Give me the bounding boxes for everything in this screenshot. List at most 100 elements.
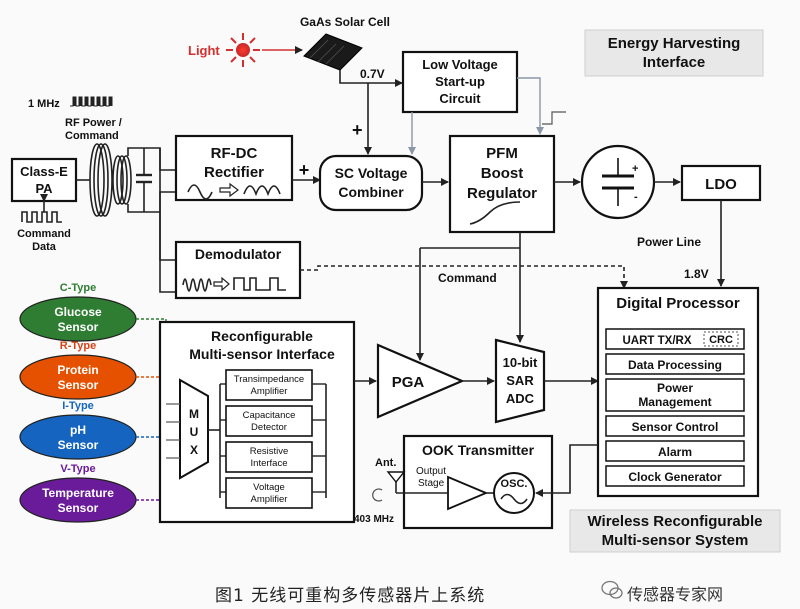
- freq-1mhz-label: 1 MHz: [28, 98, 60, 110]
- osc-sine-icon: [500, 493, 528, 505]
- wechat-icon: [601, 580, 623, 599]
- demod-tap-wire: [159, 148, 176, 261]
- pfm-label-line1: PFM: [486, 145, 518, 162]
- energy-title-line2: Interface: [643, 54, 706, 71]
- transmit-coil-icon: [89, 143, 113, 217]
- dp-item-alarm: Alarm: [605, 440, 745, 462]
- output-stage-line1: Output: [416, 466, 446, 477]
- subblock-label-line2: Amplifier: [251, 386, 288, 397]
- sc-label-line1: SC Voltage: [335, 165, 408, 181]
- subblock-label-line2: Interface: [251, 458, 288, 469]
- dp-item-label: Clock Generator: [628, 470, 722, 484]
- sensor-type-label: V-Type: [60, 463, 95, 475]
- dp-item-label-line1: Power: [657, 381, 693, 395]
- energy-title-box: [584, 29, 764, 77]
- lvs-label-line3: Circuit: [439, 91, 481, 106]
- dp-item-box: [605, 378, 745, 412]
- adc-label-line3: ADC: [506, 391, 535, 406]
- subblock-label-line1: Voltage: [253, 482, 285, 493]
- sc-voltage-combiner-block: [318, 154, 424, 212]
- dp-title: Digital Processor: [616, 295, 740, 312]
- rfdc-plus-sign: +: [299, 160, 310, 180]
- crc-box: [703, 331, 739, 347]
- sensor-name-line2: Sensor: [58, 438, 99, 452]
- rfdc-label-line1: RF-DC: [211, 145, 258, 162]
- voltage-07-label: 0.7V: [360, 67, 385, 81]
- sun-icon: [226, 33, 260, 67]
- digital-wave-icon: [233, 277, 286, 291]
- rfdc-label-line2: Rectifier: [204, 164, 264, 181]
- block-diagram: Energy Harvesting Interface Wireless Rec…: [10, 15, 781, 553]
- sensor-type-label: I-Type: [62, 400, 94, 412]
- command-label: Command: [438, 271, 497, 285]
- ldo-label: LDO: [705, 176, 737, 193]
- storage-capacitor-icon: [580, 144, 656, 220]
- sensor-list: C-TypeGlucoseSensorR-TypeProteinSensorI-…: [19, 282, 167, 523]
- power-line-label: Power Line: [637, 235, 701, 249]
- hollow-arrow-icon: [219, 182, 239, 198]
- dp-item-box: [605, 440, 745, 462]
- freq-403-label: 403 MHz: [354, 514, 394, 525]
- dp-item-sensor-control: Sensor Control: [605, 415, 745, 437]
- dp-item-label: Sensor Control: [632, 420, 719, 434]
- lvs-to-pfm-arrow: [517, 77, 544, 135]
- dp-to-ook-arrow: [535, 444, 598, 497]
- cap-plus-sign: +: [632, 163, 638, 175]
- dp-item-data-processing: Data Processing: [605, 353, 745, 375]
- lvs-label-line2: Start-up: [435, 74, 485, 89]
- demod-arrow-icon: [213, 276, 230, 292]
- caption-text: 图1 无线可重构多传感器片上系统: [215, 586, 486, 606]
- dp-item-box: [605, 465, 745, 487]
- adc-label-line2: SAR: [506, 373, 534, 388]
- mux-label-x: X: [190, 443, 198, 457]
- rf-burst-waveform: [70, 96, 113, 107]
- radio-wave-icon: [372, 488, 383, 502]
- lvs-label-line1: Low Voltage: [422, 57, 498, 72]
- dp-item-label: Alarm: [658, 445, 692, 459]
- antenna-icon: [386, 471, 406, 493]
- command-data-line2: Data: [32, 241, 57, 253]
- system-title-line1: Wireless Reconfigurable: [588, 513, 763, 530]
- watermark-text: 传感器专家网: [627, 585, 724, 604]
- mux-label-u: U: [190, 425, 199, 439]
- class-e-label-line1: Class-E: [20, 164, 68, 179]
- sensor-name-line2: Sensor: [58, 501, 99, 515]
- rectified-wave-icon: [243, 185, 281, 197]
- ldo-block: [680, 164, 762, 202]
- subblock-label-line1: Capacitance: [243, 410, 296, 421]
- sensor-name-line1: Temperature: [42, 486, 114, 500]
- crc-label: CRC: [709, 334, 733, 346]
- sensor-ellipse: [19, 414, 137, 460]
- dp-item-box: [605, 353, 745, 375]
- energy-title-line1: Energy Harvesting: [608, 35, 741, 52]
- dp-item-box: [605, 415, 745, 437]
- command-dashed-line: [300, 265, 628, 289]
- solar-cell-icon: [303, 33, 363, 71]
- receive-coil-icon: [112, 155, 132, 205]
- subblock-label-line1: Resistive: [250, 446, 289, 457]
- adc-label-line1: 10-bit: [503, 355, 538, 370]
- sensor-ellipse: [19, 296, 137, 342]
- sensor-name-line1: pH: [70, 423, 86, 437]
- figure-caption: 图1 无线可重构多传感器片上系统 传感器专家网: [0, 572, 800, 609]
- interface-subblock: [225, 441, 313, 473]
- startup-step-icon: [542, 111, 566, 125]
- interface-subblocks: TransimpedanceAmplifierCapacitanceDetect…: [220, 369, 326, 509]
- coil-bottom-wire: [127, 191, 176, 213]
- solar-wire: [339, 70, 368, 84]
- low-voltage-startup-block: [401, 50, 519, 114]
- boost-curve-icon: [469, 201, 521, 225]
- sensor-name-line1: Glucose: [54, 305, 102, 319]
- subblock-label-line2: Amplifier: [251, 494, 288, 505]
- sensor-name-line2: Sensor: [58, 378, 99, 392]
- dp-item-clock-generator: Clock Generator: [605, 465, 745, 487]
- voltage-18-label: 1.8V: [684, 267, 709, 281]
